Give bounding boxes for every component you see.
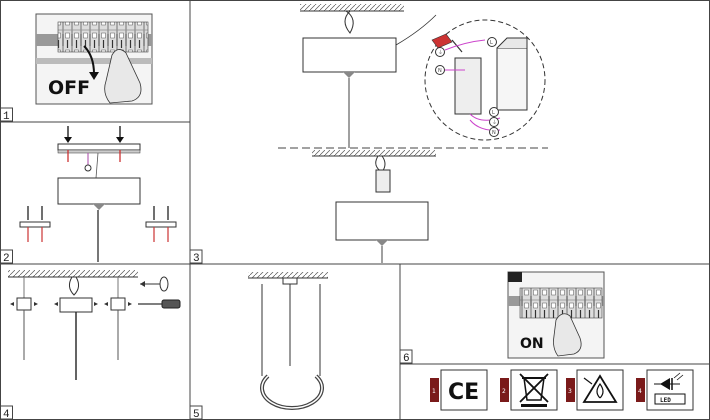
hand-icon: [553, 313, 582, 357]
svg-text:CE: CE: [448, 380, 479, 405]
svg-text:⏚: ⏚: [438, 49, 443, 56]
svg-text:L: L: [490, 40, 493, 46]
panel-6-breaker-on: ON: [507, 271, 605, 359]
led-diode-icon: [654, 372, 684, 390]
symbol-flame-triangle: 3: [566, 369, 624, 411]
side-bracket-left: [19, 206, 51, 242]
canopy: [57, 177, 141, 205]
canopy-mounted: [335, 201, 429, 241]
panel-number-1: 1: [0, 107, 13, 123]
panel-number-2: 2: [0, 249, 13, 265]
hand-icon: [104, 49, 142, 104]
svg-text:4: 4: [638, 388, 642, 395]
svg-text:4: 4: [3, 409, 10, 420]
panel-number-4: 4: [0, 405, 13, 420]
symbol-led: 4 LED: [636, 369, 694, 411]
svg-text:N: N: [438, 68, 442, 74]
svg-text:N: N: [492, 130, 496, 136]
svg-text:2: 2: [3, 253, 10, 265]
svg-text:5: 5: [193, 409, 200, 420]
svg-text:2: 2: [502, 388, 506, 395]
panel-number-6: 6: [399, 349, 413, 365]
symbol-weee: 2: [500, 369, 558, 411]
panel-1-breaker-off: OFF: [35, 13, 153, 105]
terminal-label-n-left: N: [435, 65, 445, 75]
weee-crossed-bin-icon: [519, 373, 549, 407]
svg-text:LED: LED: [660, 397, 671, 404]
symbol-ce: 1 CE: [430, 369, 488, 411]
on-label: ON: [520, 336, 544, 352]
panel-3-wiring: L ⏚ N L ⏚ N: [278, 4, 548, 263]
svg-text:3: 3: [193, 253, 200, 265]
screwdriver-icon: [431, 33, 453, 49]
terminal-label-l-top: L: [487, 37, 497, 47]
panel-2-bracket: [19, 126, 177, 262]
svg-text:1: 1: [432, 388, 436, 395]
panel-number-3: 3: [189, 249, 203, 265]
off-label: OFF: [48, 77, 90, 99]
terminal-block: [454, 57, 482, 115]
svg-text:⏚: ⏚: [492, 119, 497, 126]
panel-4-height-adjust: [8, 270, 181, 380]
svg-text:3: 3: [568, 388, 572, 395]
side-bracket-right: [145, 206, 177, 242]
rotate-arrow-icon: [140, 276, 169, 292]
panel-number-5: 5: [189, 405, 203, 420]
svg-text:1: 1: [3, 111, 10, 123]
symbols-row: 1 CE 2 3: [430, 369, 694, 411]
terminal-label-g-left: ⏚: [435, 47, 445, 57]
triangle-flame-icon: [582, 374, 618, 403]
terminal-label-g-bottom: ⏚: [489, 117, 499, 127]
svg-text:6: 6: [403, 353, 410, 365]
arrow-down-icon: [83, 45, 95, 75]
canopy-top: [302, 37, 397, 73]
terminal-label-n-bottom: N: [489, 127, 499, 137]
ground-icon: [84, 164, 92, 172]
terminal-label-l-bottom: L: [489, 107, 499, 117]
screwdriver-icon: [138, 299, 181, 309]
screw-arrows-top: [64, 126, 124, 162]
svg-text:L: L: [492, 110, 495, 116]
panel-5-ring-pendant: [248, 272, 328, 410]
